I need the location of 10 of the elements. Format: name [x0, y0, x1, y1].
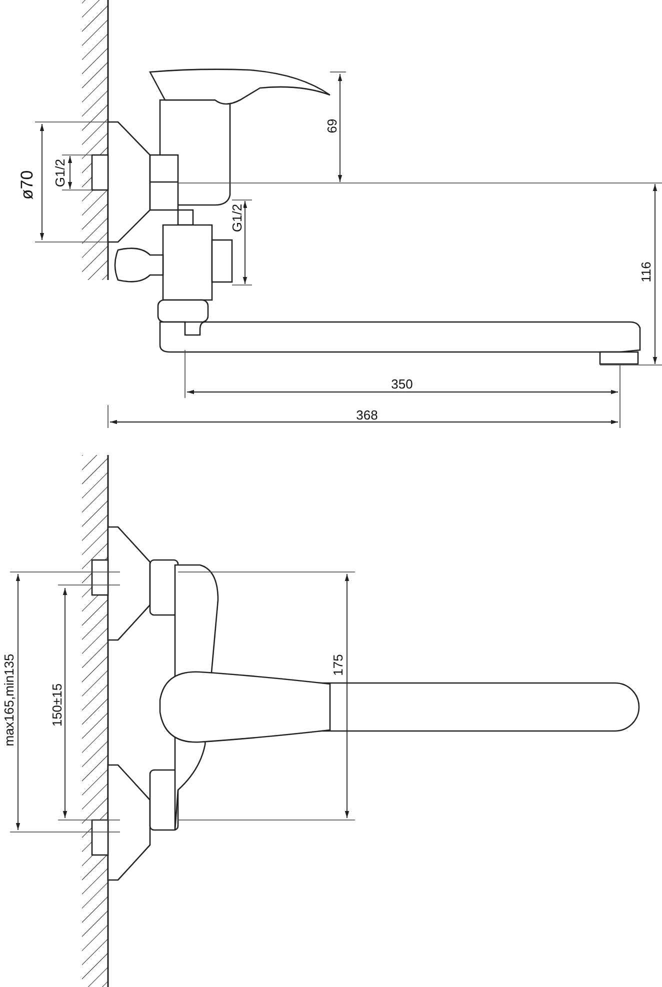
dimension-label: G1/2: [54, 158, 66, 188]
dimension-label: ø70: [18, 169, 36, 201]
dimension-label: 175: [332, 653, 344, 677]
dimension-label: 116: [640, 260, 652, 284]
dimension-label: 368: [355, 408, 379, 422]
dimension-label: G1/2: [230, 202, 244, 234]
dimension-label: 350: [390, 378, 414, 390]
dimension-label: 69: [326, 118, 338, 134]
dimension-label: 150±15: [50, 682, 64, 728]
dimension-label: max165,min135: [2, 652, 16, 748]
